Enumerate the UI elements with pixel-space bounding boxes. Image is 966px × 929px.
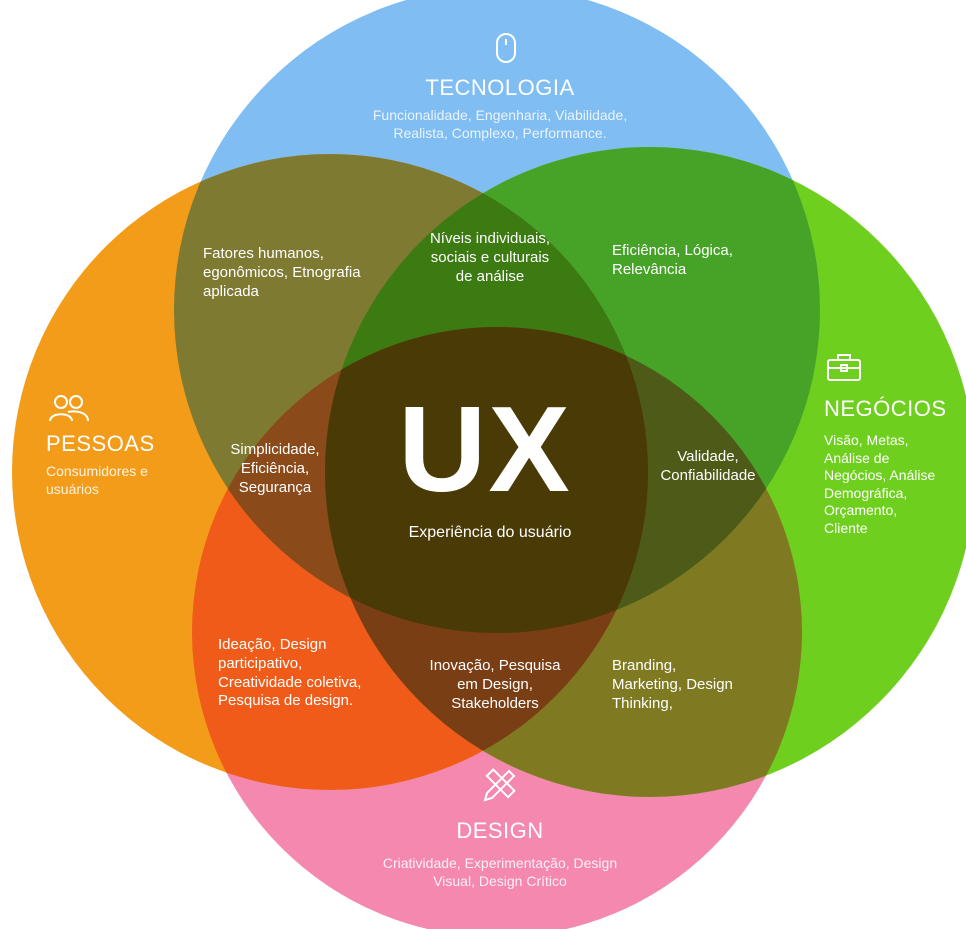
negocios-description-line: Orçamento, (824, 502, 898, 518)
overlap-line: de análise (455, 267, 525, 285)
tecnologia-description-line: Realista, Complexo, Performance. (393, 124, 607, 141)
design-description: Criatividade, Experimentação, Design Vis… (320, 855, 680, 890)
design-description-line: Visual, Design Crítico (433, 872, 567, 889)
overlap-line: Simplicidade, (230, 441, 320, 458)
pessoas-description-line: Consumidores e (46, 463, 148, 479)
overlap-line: Creatividade coletiva, (218, 673, 362, 691)
overlap-line: sociais e culturais (430, 248, 550, 266)
overlap-line: Branding, (612, 657, 677, 674)
overlap-line: aplicada (203, 282, 259, 300)
overlap-line: participativo, (218, 654, 303, 672)
briefcase-icon (827, 354, 861, 381)
tecnologia-title: TECNOLOGIA (425, 75, 575, 100)
users-icon (49, 395, 89, 422)
tecnologia-pessoas-label: Fatores humanos, egonômicos, Etnografia … (203, 245, 361, 301)
right-triple-label: Validade, Confiabilidade (648, 448, 768, 486)
pessoas-description-line: usuários (46, 480, 99, 497)
overlap-line: Marketing, Design (612, 675, 733, 693)
overlap-line: Pesquisa de design. (218, 692, 354, 710)
overlap-line: Validade, (677, 448, 739, 465)
top-triple-label: Níveis individuais, sociais e culturais … (400, 230, 580, 286)
left-triple-label: Simplicidade, Eficiência, Segurança (210, 441, 340, 497)
tecnologia-description-line: Funcionalidade, Engenharia, Viabilidade, (372, 107, 628, 123)
overlap-line: Inovação, Pesquisa (429, 657, 561, 674)
overlap-line: Ideação, Design (218, 636, 327, 653)
overlap-line: Níveis individuais, (429, 230, 551, 247)
tecnologia-description: Funcionalidade, Engenharia, Viabilidade,… (320, 107, 680, 142)
overlap-line: Confiabilidade (660, 466, 756, 484)
negocios-description-line: Demográfica, (824, 484, 908, 501)
overlap-line: Segurança (238, 478, 312, 496)
overlap-line: em Design, (457, 675, 533, 693)
negocios-description: Visão, Metas, Análise de Negócios, Análi… (824, 432, 935, 537)
negocios-description-line: Negócios, Análise (824, 467, 936, 483)
overlap-line: Fatores humanos, (203, 245, 324, 262)
overlap-line: Eficiência, (240, 459, 310, 477)
overlap-line: Eficiência, Lógica, (612, 242, 733, 259)
negocios-design-label: Branding, Marketing, Design Thinking, (612, 657, 733, 713)
overlap-line: Stakeholders (451, 694, 539, 712)
overlap-line: Thinking, (612, 694, 673, 712)
negocios-description-line: Análise de (824, 449, 890, 466)
ux-subtitle: Experiência do usuário (408, 524, 572, 541)
negocios-description-line: Visão, Metas, (824, 432, 909, 448)
negocios-title: NEGÓCIOS (824, 396, 947, 421)
design-description-line: Criatividade, Experimentação, Design (382, 855, 618, 871)
bottom-triple-label: Inovação, Pesquisa em Design, Stakeholde… (410, 657, 580, 713)
design-title: DESIGN (456, 818, 544, 843)
ux-core (325, 327, 648, 633)
pessoas-description: Consumidores e usuários (46, 463, 148, 498)
pessoas-title: PESSOAS (46, 431, 155, 456)
bottom-triple-overlap (325, 327, 648, 790)
pessoas-design-label: Ideação, Design participativo, Creativid… (218, 636, 361, 711)
ux-title: UX (398, 381, 572, 517)
negocios-description-line: Cliente (824, 519, 868, 536)
mouse-icon (496, 33, 516, 63)
overlap-line: Relevância (612, 260, 687, 278)
pencil-ruler-icon (483, 768, 516, 802)
tecnologia-negocios-label: Eficiência, Lógica, Relevância (612, 242, 733, 280)
overlap-line: egonômicos, Etnografia (203, 263, 361, 281)
